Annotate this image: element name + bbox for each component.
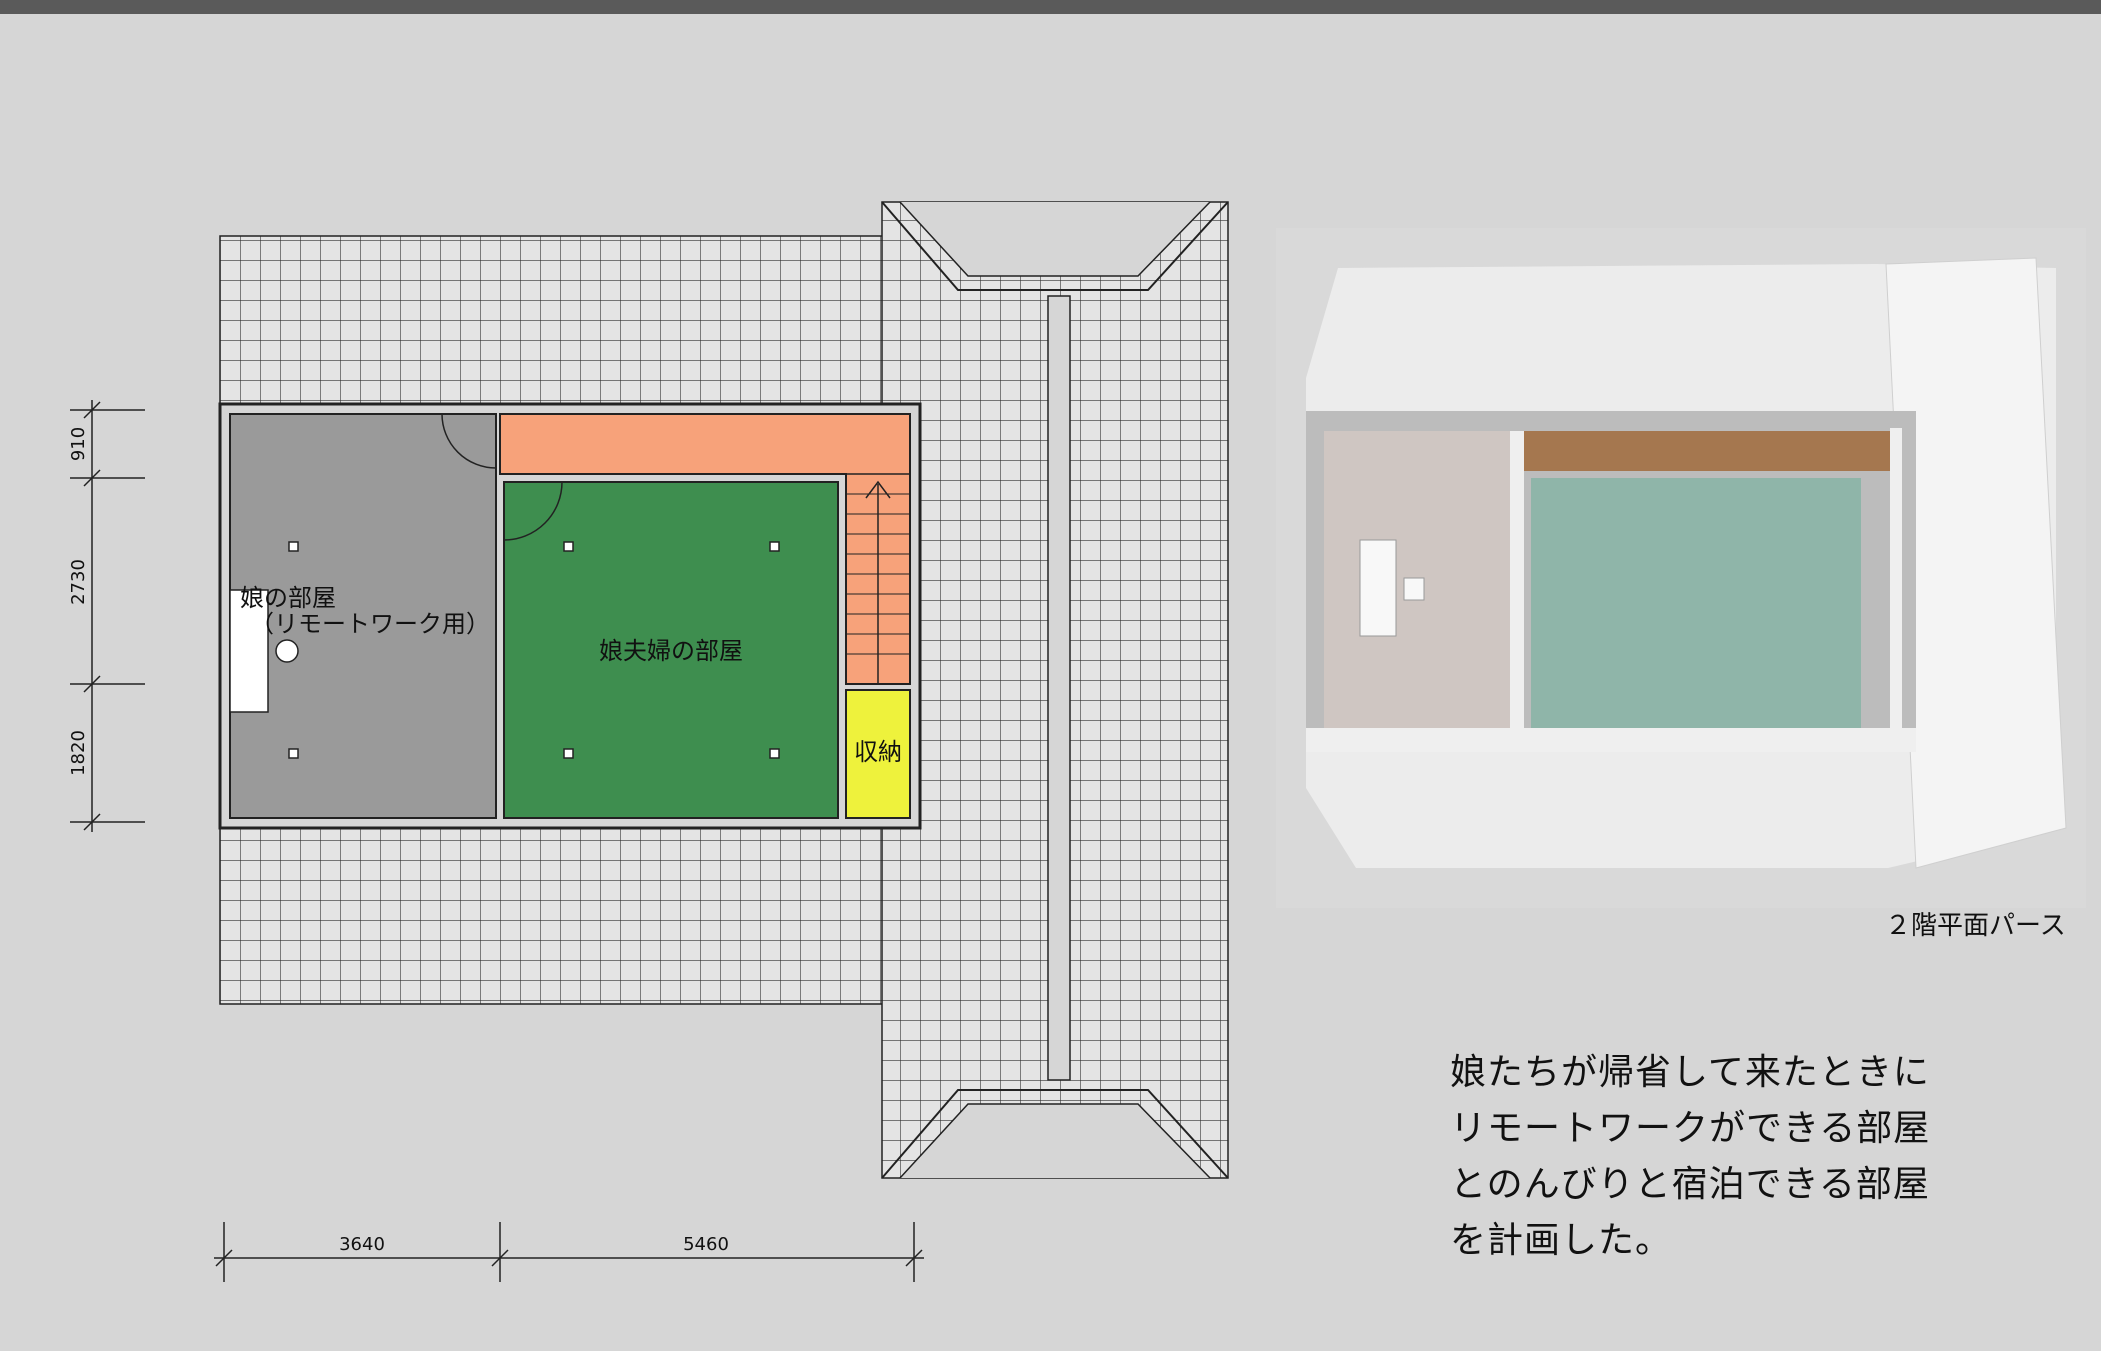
chair <box>275 639 299 663</box>
staircase <box>845 473 911 685</box>
daughter-room-sublabel: （リモートワーク用） <box>250 610 490 638</box>
dim-v-1820: 1820 <box>68 730 89 776</box>
horizontal-dimension <box>214 1222 924 1282</box>
top-bar <box>0 0 2101 14</box>
dim-v-2730: 2730 <box>68 559 89 605</box>
daughter-room-label: 娘の部屋 <box>240 584 336 612</box>
vertical-dimension <box>70 400 145 832</box>
storage-label: 収納 <box>854 738 902 766</box>
dim-v-910: 910 <box>68 427 89 461</box>
dim-h-3640: 3640 <box>339 1234 385 1255</box>
door-swing-couple <box>503 481 563 541</box>
photo-caption: ２階平面パース <box>1885 911 2066 941</box>
columns <box>288 541 780 759</box>
dim-h-5460: 5460 <box>683 1234 729 1255</box>
couple-room-label: 娘夫婦の部屋 <box>599 637 743 665</box>
couple-room <box>503 481 839 819</box>
model-photo <box>1276 228 2086 908</box>
design-description: 娘たちが帰省して来たときに リモートワークができる部屋 とのんびりと宿泊できる部… <box>1450 1052 1931 1261</box>
storage-room <box>845 689 911 819</box>
desk <box>229 589 269 713</box>
door-swing <box>441 413 497 469</box>
daughter-room <box>229 413 497 819</box>
